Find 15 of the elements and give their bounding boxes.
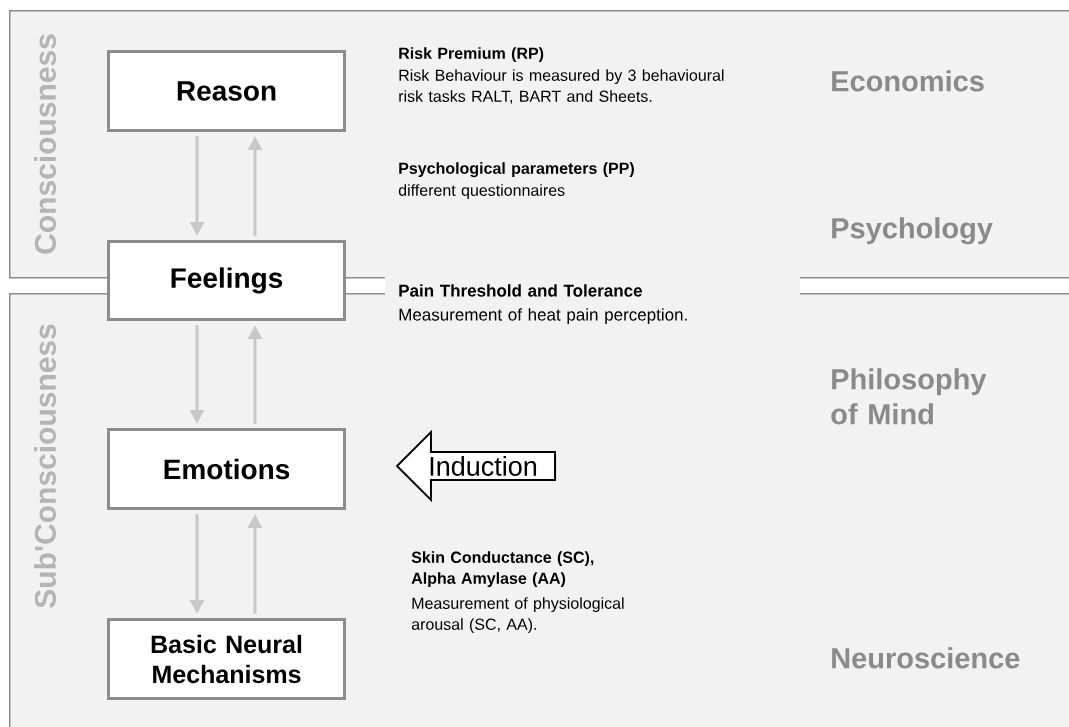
discipline-label: Philosophy of Mind [831,368,987,425]
measure-description: Risk Behaviour is measured by 3 behavioural risk tasks RALT, BART and Sheets. [399,69,724,104]
concept-box: Basic Neural Mechanisms [107,618,346,700]
measure-description: Measurement of physiological arousal (SC, AA). [411,597,624,634]
measure-description: Measurement of heat pain perception. [399,308,687,325]
measure-heading: Risk Premium (RP) [399,47,544,63]
concept-box: Feelings [107,240,346,321]
discipline-label: Economics [832,70,984,92]
measure-description: different questionnaires [398,184,565,200]
measure-heading: Psychological parameters (PP) [399,162,634,178]
discipline-label: Psychology [832,217,993,245]
measure-heading: Skin Conductance (SC), Alpha Amylase (AA) [411,551,594,588]
concept-box: Reason [107,50,346,132]
concept-box: Emotions [107,428,346,510]
discipline-label: Neuroscience [832,647,1020,669]
